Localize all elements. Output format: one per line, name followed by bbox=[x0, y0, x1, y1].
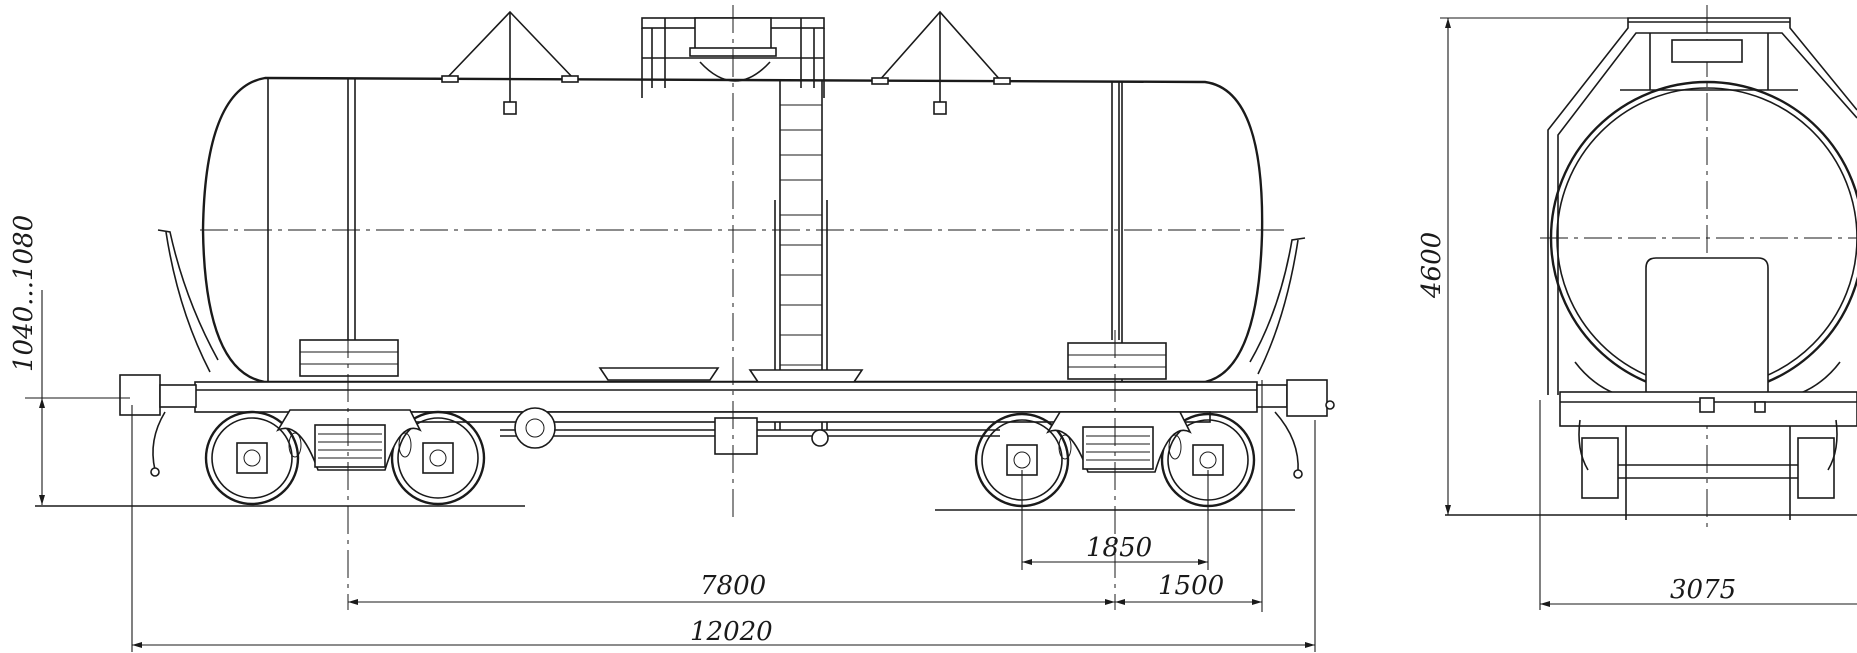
dim-label-total-height: 4600 bbox=[1417, 232, 1447, 299]
dim-label-bogie-centers: 7800 bbox=[700, 571, 766, 601]
dim-label-coupler-height: 1040...1080 bbox=[9, 215, 39, 372]
dim-label-width: 3075 bbox=[1670, 575, 1736, 605]
end-view: 4600 3075 bbox=[1417, 5, 1857, 610]
dim-total-length: 12020 bbox=[131, 405, 1316, 652]
dim-width: 3075 bbox=[1539, 400, 1857, 610]
bogie-left bbox=[204, 409, 486, 506]
end-view-railing bbox=[1547, 17, 1857, 395]
dim-bogie-centers: 7800 bbox=[348, 380, 1263, 612]
walkway-railing-left bbox=[441, 10, 579, 115]
center-lines bbox=[347, 5, 1116, 610]
end-view-outlet-housing bbox=[1645, 257, 1769, 401]
dim-label-wheelbase: 1850 bbox=[1086, 533, 1152, 563]
side-view: 1040...1080 12020 7800 1500 1850 bbox=[9, 5, 1335, 652]
dim-total-height: 4600 bbox=[1417, 17, 1628, 515]
end-stanchions bbox=[157, 229, 1306, 375]
dim-label-overhang: 1500 bbox=[1158, 571, 1224, 601]
tank-bands bbox=[347, 78, 1120, 340]
end-view-sill bbox=[1559, 361, 1857, 427]
dim-coupler-height: 1040...1080 bbox=[9, 215, 130, 505]
dim-wheelbase: 1850 bbox=[1021, 470, 1209, 570]
walkway-railing-right bbox=[871, 10, 1011, 115]
end-view-bogie bbox=[1578, 419, 1838, 520]
underframe bbox=[194, 381, 1258, 455]
bolster-pads bbox=[299, 339, 1167, 383]
dim-overhang: 1500 bbox=[1115, 571, 1262, 605]
dim-label-total-length: 12020 bbox=[690, 617, 773, 647]
coupler-left bbox=[119, 374, 197, 477]
coupler-right bbox=[1256, 379, 1335, 479]
